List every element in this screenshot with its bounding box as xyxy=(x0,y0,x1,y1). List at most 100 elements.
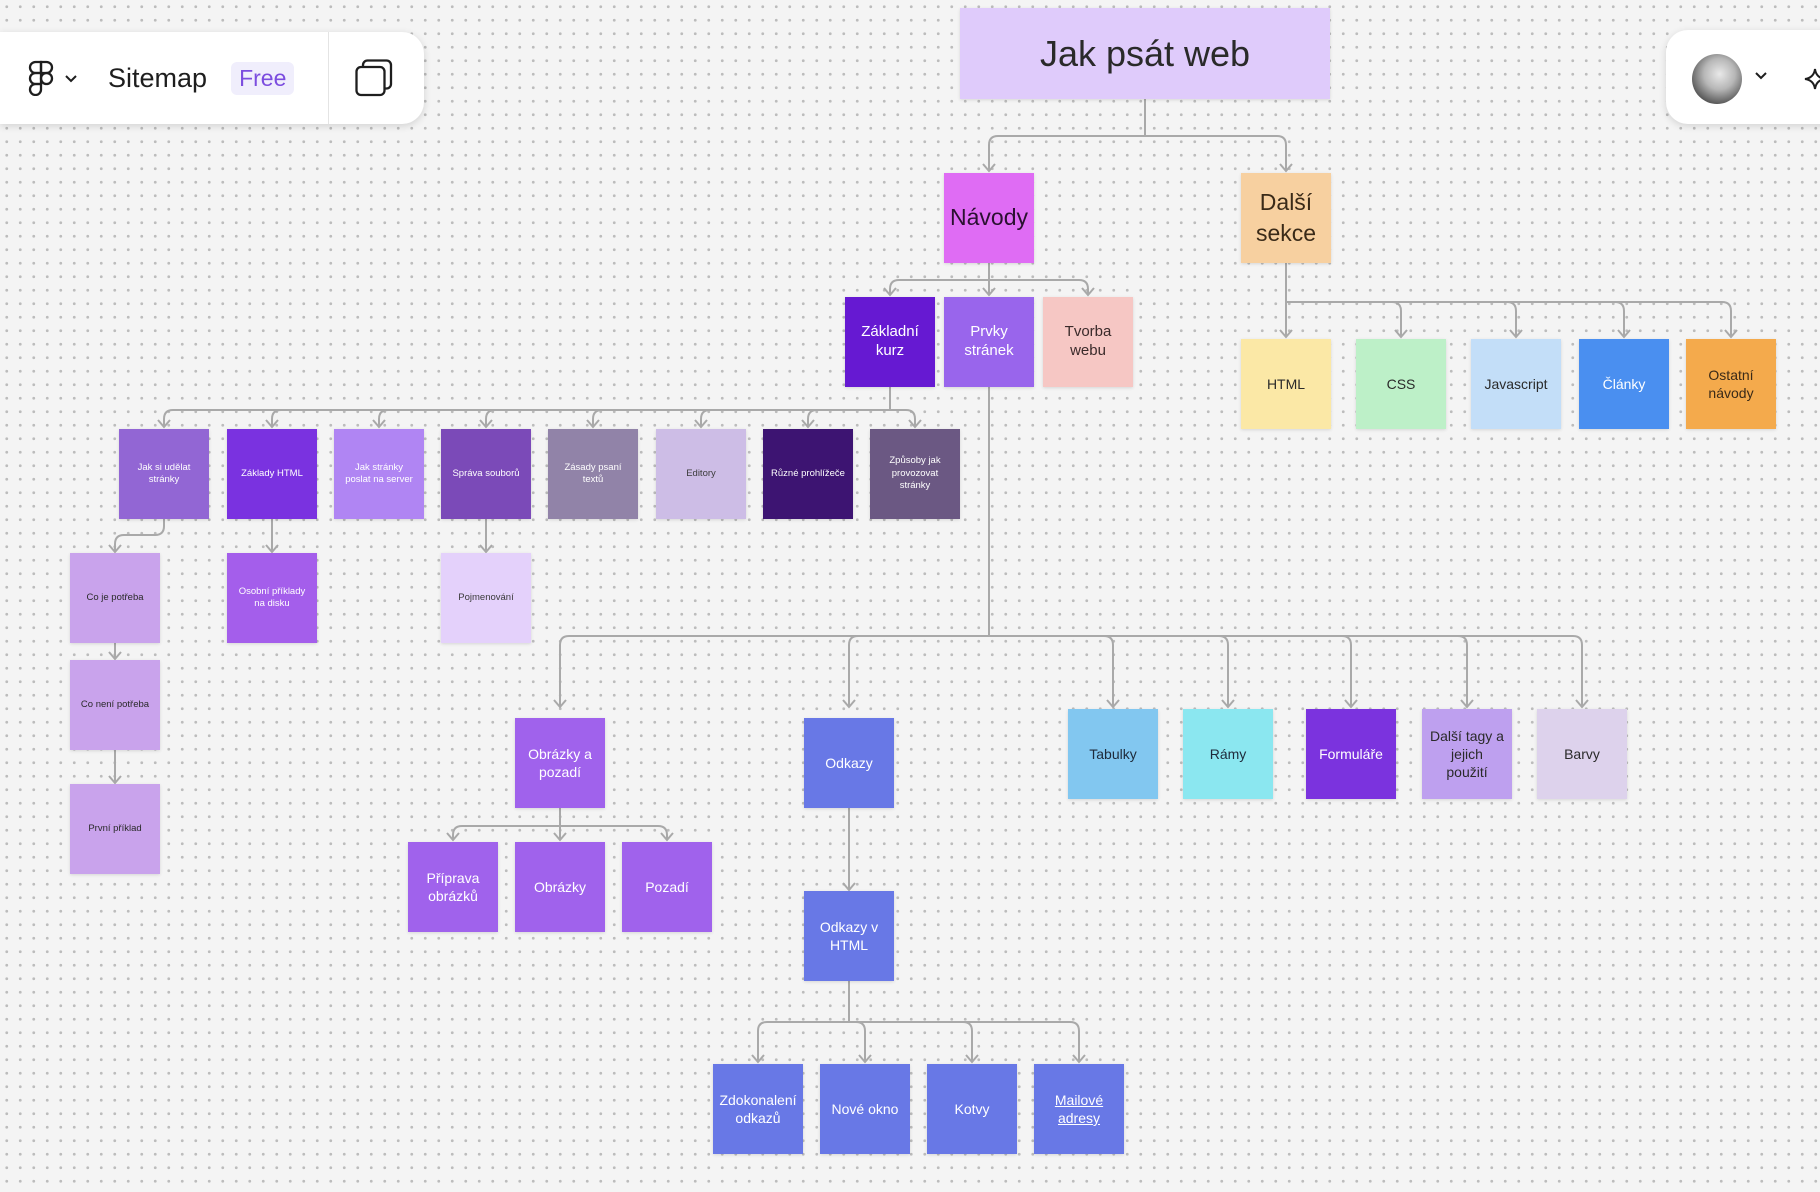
connector-line xyxy=(592,409,603,420)
file-toolbar: Sitemap Free xyxy=(0,32,424,124)
node-navody[interactable]: Návody xyxy=(944,173,1034,263)
connector-line xyxy=(157,419,171,429)
connector-line xyxy=(1509,329,1523,339)
connector-line xyxy=(479,544,493,554)
connector-line xyxy=(559,635,570,646)
main-menu-button[interactable] xyxy=(28,32,78,124)
connector-line xyxy=(657,825,668,836)
node-prvni-priklad[interactable]: První příklad xyxy=(70,784,160,874)
connector-line xyxy=(1572,635,1583,646)
connector-line xyxy=(378,409,389,420)
node-ruzne-prohlizece[interactable]: Různé prohlížeče xyxy=(763,429,853,519)
connector-line xyxy=(1106,699,1120,709)
connector-line xyxy=(1344,699,1358,709)
connector-line xyxy=(660,832,674,842)
connector-line xyxy=(807,409,818,420)
node-clanky[interactable]: Články xyxy=(1579,339,1669,429)
connector-line xyxy=(485,409,496,420)
connector-line xyxy=(1394,329,1408,339)
connector-line xyxy=(163,409,174,420)
connector-line xyxy=(1391,301,1402,312)
node-css[interactable]: CSS xyxy=(1356,339,1446,429)
connector-line xyxy=(842,882,856,892)
connector-line xyxy=(108,544,122,554)
node-pojmenovani[interactable]: Pojmenování xyxy=(441,553,531,643)
connector-line xyxy=(801,419,815,429)
node-editory[interactable]: Editory xyxy=(656,429,746,519)
connector-line xyxy=(855,1021,866,1032)
node-barvy[interactable]: Barvy xyxy=(1537,709,1627,799)
node-obrazky[interactable]: Obrázky xyxy=(515,842,605,932)
node-html[interactable]: HTML xyxy=(1241,339,1331,429)
account-panel xyxy=(1666,30,1820,124)
node-mailove-adresy[interactable]: Mailové adresy xyxy=(1034,1064,1124,1154)
node-javascript[interactable]: Javascript xyxy=(1471,339,1561,429)
node-zpusoby[interactable]: Způsoby jak provozovat stránky xyxy=(870,429,960,519)
node-jak-si-udelat[interactable]: Jak si udělat stránky xyxy=(119,429,209,519)
connector-line xyxy=(108,651,122,661)
connector-line xyxy=(1103,635,1114,646)
node-zaklady-html[interactable]: Základy HTML xyxy=(227,429,317,519)
connector-line xyxy=(372,419,386,429)
node-odkazy[interactable]: Odkazy xyxy=(804,718,894,808)
connector-line xyxy=(479,419,493,429)
connector-line xyxy=(962,1021,973,1032)
connector-line xyxy=(1614,301,1625,312)
connector-line xyxy=(848,635,859,646)
layers-icon xyxy=(355,59,393,97)
node-nove-okno[interactable]: Nové okno xyxy=(820,1064,910,1154)
node-co-je-potreba[interactable]: Co je potřeba xyxy=(70,553,160,643)
node-tabulky[interactable]: Tabulky xyxy=(1068,709,1158,799)
connector-line xyxy=(114,519,165,552)
node-pozadi[interactable]: Pozadí xyxy=(622,842,712,932)
node-root[interactable]: Jak psát web xyxy=(960,8,1330,99)
connector-line xyxy=(1617,329,1631,339)
connector-line xyxy=(1460,699,1474,709)
node-ostatni-navody[interactable]: Ostatní návody xyxy=(1686,339,1776,429)
connector-line xyxy=(265,544,279,554)
connector-line xyxy=(271,409,282,420)
connector-line xyxy=(982,287,996,297)
node-obrazky-a-pozadi[interactable]: Obrázky a pozadí xyxy=(515,718,605,808)
connector-line xyxy=(751,1054,765,1064)
node-odkazy-v-html[interactable]: Odkazy v HTML xyxy=(804,891,894,981)
connector-line xyxy=(1221,699,1235,709)
node-jak-poslat[interactable]: Jak stránky poslat na server xyxy=(334,429,424,519)
connector-line xyxy=(265,419,279,429)
node-osobni-priklady[interactable]: Osobní příklady na disku xyxy=(227,553,317,643)
node-zdokonaleni-odkazu[interactable]: Zdokonalení odkazů xyxy=(713,1064,803,1154)
file-title[interactable]: Sitemap xyxy=(108,62,208,93)
connector-line xyxy=(1506,301,1517,312)
sparkle-icon[interactable] xyxy=(1802,66,1820,92)
node-sprava-souboru[interactable]: Správa souborů xyxy=(441,429,531,519)
node-formulare[interactable]: Formuláře xyxy=(1306,709,1396,799)
node-dalsi-sekce[interactable]: Další sekce xyxy=(1241,173,1331,263)
plan-badge[interactable]: Free xyxy=(231,61,295,95)
node-ramy[interactable]: Rámy xyxy=(1183,709,1273,799)
connector-line xyxy=(553,832,567,842)
chevron-down-icon[interactable] xyxy=(1754,70,1768,80)
node-zakladni-kurz[interactable]: Základní kurz xyxy=(845,297,935,387)
node-prvky-stranek[interactable]: Prvky stránek xyxy=(944,297,1034,387)
connector-line xyxy=(1276,135,1287,146)
connector-line xyxy=(1279,329,1293,339)
connector-line xyxy=(858,1054,872,1064)
connector-line xyxy=(1279,163,1293,173)
connector-line xyxy=(1721,301,1732,312)
connector-line xyxy=(883,287,897,297)
connector-line xyxy=(1069,1021,1080,1032)
node-co-neni-potreba[interactable]: Co není potřeba xyxy=(70,660,160,750)
node-priprava-obrazku[interactable]: Příprava obrázků xyxy=(408,842,498,932)
avatar[interactable] xyxy=(1692,54,1742,104)
layers-button[interactable] xyxy=(354,58,394,103)
node-tvorba-webu[interactable]: Tvorba webu xyxy=(1043,297,1133,387)
connector-line xyxy=(1575,699,1589,709)
connector-line xyxy=(1457,635,1468,646)
connector-line xyxy=(988,135,999,146)
node-kotvy[interactable]: Kotvy xyxy=(927,1064,1017,1154)
node-dalsi-tagy[interactable]: Další tagy a jejich použití xyxy=(1422,709,1512,799)
node-zasady-psani[interactable]: Zásady psaní textů xyxy=(548,429,638,519)
connector-line xyxy=(905,409,916,420)
